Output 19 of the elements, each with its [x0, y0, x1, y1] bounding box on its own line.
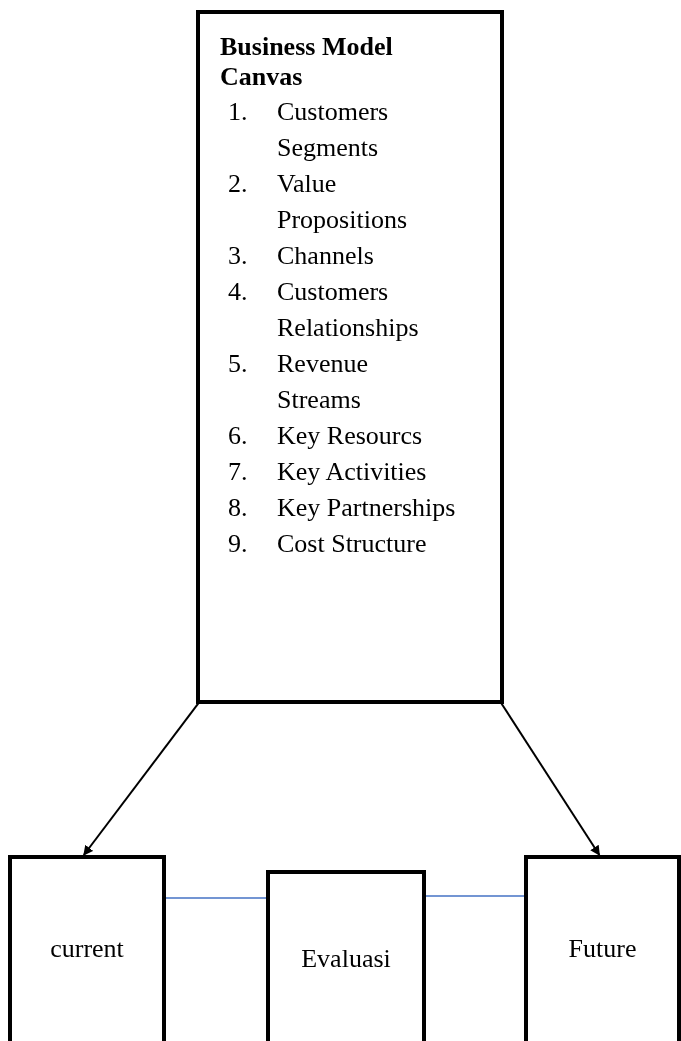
list-item: 1. Customers Segments: [228, 96, 390, 164]
box-label: Future: [568, 934, 637, 964]
process-box: [8, 855, 166, 1041]
connector-line: [165, 897, 267, 899]
list-item: 8. Key Partnerships: [228, 492, 457, 524]
box-label: current: [50, 934, 124, 964]
list-item: 2. Value Propositions: [228, 168, 409, 236]
canvas-box: [196, 10, 504, 704]
process-box: [524, 855, 681, 1041]
list-item: 6. Key Resourcs: [228, 420, 424, 452]
process-box: [266, 870, 426, 1041]
box-label: Evaluasi: [301, 944, 391, 974]
list-item: 3. Channels: [228, 240, 375, 272]
list-item: 4. Customers Relationships: [228, 276, 420, 344]
connector-line: [425, 895, 525, 897]
list-item: 7. Key Activities: [228, 456, 428, 488]
heading: Business Model Canvas: [220, 32, 394, 92]
list-item: 5. Revenue Streams: [228, 348, 369, 416]
list-item: 9. Cost Structure: [228, 528, 428, 560]
